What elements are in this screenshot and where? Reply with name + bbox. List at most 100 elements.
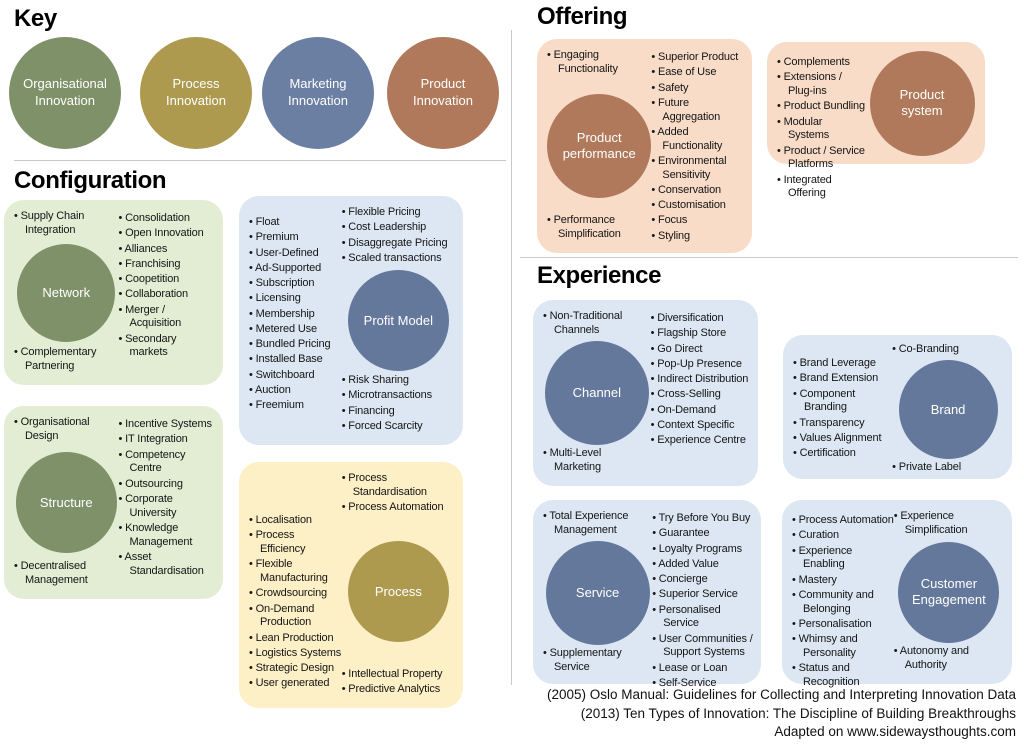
legend-label: Product Innovation: [413, 76, 473, 108]
key-section-title: Key: [14, 5, 57, 32]
circle-label: Structure: [39, 494, 93, 510]
bullet-item: Franchising: [119, 258, 215, 272]
bullet-item: Predictive Analytics: [342, 683, 455, 697]
bullet-item: Competency Centre: [119, 449, 215, 477]
brand-right-column: Co-Branding Brand Private Label: [892, 343, 1004, 473]
bullet-item: Lean Production: [249, 632, 342, 646]
bullet-item: Co-Branding: [892, 343, 1004, 357]
bullet-item: Whimsy and Personality: [792, 633, 894, 661]
product-system-right-column: Product system: [865, 50, 979, 156]
bullet-item: Focus: [651, 214, 744, 228]
bullet-item: Bundled Pricing: [249, 338, 342, 352]
bullet-item: Scaled transactions: [342, 252, 455, 266]
bullet-item: Autonomy and Authority: [894, 645, 1004, 673]
channel-left-bottom-list: Multi-Level Marketing: [543, 447, 651, 476]
circle-label: Product performance: [562, 130, 636, 161]
bullet-item: Microtransactions: [342, 389, 455, 403]
service-left-top-list: Total Experience Management: [543, 510, 652, 539]
bullet-item: Complementary Partnering: [14, 346, 119, 374]
structure-left-bottom-list: Decentralised Management: [14, 560, 119, 589]
bullet-item: Styling: [651, 230, 744, 244]
bullet-item: Lease or Loan: [652, 662, 753, 676]
structure-left-column: Organisational Design Structure Decentra…: [14, 416, 119, 589]
key-divider-line: [14, 160, 506, 161]
bullet-item: Open Innovation: [119, 227, 215, 241]
bullet-item: Experience Centre: [651, 434, 750, 448]
customer-engagement-left-list: Process AutomationCurationExperience Ena…: [792, 514, 894, 691]
bullet-item: Auction: [249, 384, 342, 398]
bullet-item: Integrated Offering: [777, 174, 865, 202]
bullet-item: Cost Leadership: [342, 221, 455, 235]
bullet-item: Mastery: [792, 574, 894, 588]
bullet-item: Certification: [793, 447, 892, 461]
brand-right-top-list: Co-Branding: [892, 343, 1004, 358]
channel-right-column: DiversificationFlagship StoreGo DirectPo…: [651, 310, 750, 476]
product-performance-left-bottom-list: Performance Simplification: [547, 214, 651, 243]
bullet-item: Installed Base: [249, 353, 342, 367]
structure-circle: Structure: [15, 452, 117, 553]
bullet-item: Flexible Pricing: [342, 206, 455, 220]
legend-label: Process Innovation: [166, 76, 226, 108]
bullet-item: Corporate University: [119, 493, 215, 521]
legend-process-innovation-circle: Process Innovation: [140, 37, 252, 149]
bullet-item: Flagship Store: [651, 327, 750, 341]
profit-model-right-top-list: Flexible PricingCost LeadershipDisaggreg…: [342, 206, 455, 267]
network-circle: Network: [17, 243, 116, 342]
customer-engagement-right-column: Experience Simplification Customer Engag…: [894, 510, 1004, 674]
profit-model-right-bottom-list: Risk SharingMicrotransactionsFinancingFo…: [342, 374, 455, 435]
circle-label: Product system: [899, 87, 945, 118]
citation-line: Adapted on www.sidewaysthoughts.com: [774, 724, 1016, 739]
product-performance-box: Engaging Functionality Product performan…: [537, 39, 752, 253]
bullet-item: Personalised Service: [652, 604, 753, 632]
bullet-item: Supplementary Service: [543, 647, 652, 675]
bullet-item: Experience Enabling: [792, 545, 894, 573]
process-right-column: Process StandardisationProcess Automatio…: [342, 472, 455, 698]
circle-label: Customer Engagement: [912, 576, 986, 607]
product-performance-left-top-list: Engaging Functionality: [547, 49, 651, 78]
bullet-item: Safety: [651, 82, 744, 96]
bullet-item: Ease of Use: [651, 66, 744, 80]
bullet-item: Multi-Level Marketing: [543, 447, 651, 475]
channel-box: Non-Traditional Channels Channel Multi-L…: [533, 300, 758, 486]
circle-label: Network: [42, 284, 91, 300]
channel-left-top-list: Non-Traditional Channels: [543, 310, 651, 339]
bullet-item: Total Experience Management: [543, 510, 652, 538]
bullet-item: Concierge: [652, 573, 753, 587]
bullet-item: On-Demand: [651, 404, 750, 418]
bullet-item: Incentive Systems: [119, 418, 215, 432]
product-performance-circle: Product performance: [547, 94, 652, 198]
bullet-item: Supply Chain Integration: [14, 210, 119, 238]
offering-section-title: Offering: [537, 3, 628, 30]
process-circle: Process: [347, 541, 449, 643]
bullet-item: Premium: [249, 231, 342, 245]
bullet-item: Logistics Systems: [249, 647, 342, 661]
bullet-item: IT Integration: [119, 433, 215, 447]
customer-engagement-right-bottom-list: Autonomy and Authority: [894, 645, 1004, 674]
circle-label: Channel: [572, 385, 622, 401]
bullet-item: Community and Belonging: [792, 589, 894, 617]
bullet-item: Status and Recognition: [792, 662, 894, 690]
bullet-item: Added Functionality: [651, 126, 744, 154]
bullet-item: Process Automation: [792, 514, 894, 528]
citation-line: (2005) Oslo Manual: Guidelines for Colle…: [546, 687, 1016, 702]
bullet-item: Crowdsourcing: [249, 587, 342, 601]
service-box: Total Experience Management Service Supp…: [533, 500, 761, 689]
bullet-item: Cross-Selling: [651, 388, 750, 402]
bullet-item: Coopetition: [119, 273, 215, 287]
bullet-item: Go Direct: [651, 343, 750, 357]
bullet-item: Subscription: [249, 277, 342, 291]
brand-box: Brand LeverageBrand ExtensionComponent B…: [783, 335, 1012, 479]
bullet-item: Metered Use: [249, 323, 342, 337]
service-left-bottom-list: Supplementary Service: [543, 647, 652, 676]
column-divider-line: [511, 30, 512, 685]
bullet-item: Product / Service Platforms: [777, 145, 865, 173]
bullet-item: Decentralised Management: [14, 560, 119, 588]
bullet-item: Float: [249, 216, 342, 230]
brand-left-column: Brand LeverageBrand ExtensionComponent B…: [793, 343, 892, 471]
structure-right-list: Incentive SystemsIT IntegrationCompetenc…: [119, 418, 215, 580]
brand-left-list: Brand LeverageBrand ExtensionComponent B…: [793, 357, 892, 462]
product-system-left-list: ComplementsExtensions / Plug-insProduct …: [777, 56, 866, 203]
network-right-list: ConsolidationOpen InnovationAlliancesFra…: [119, 212, 215, 362]
bullet-item: Superior Product: [651, 51, 744, 65]
